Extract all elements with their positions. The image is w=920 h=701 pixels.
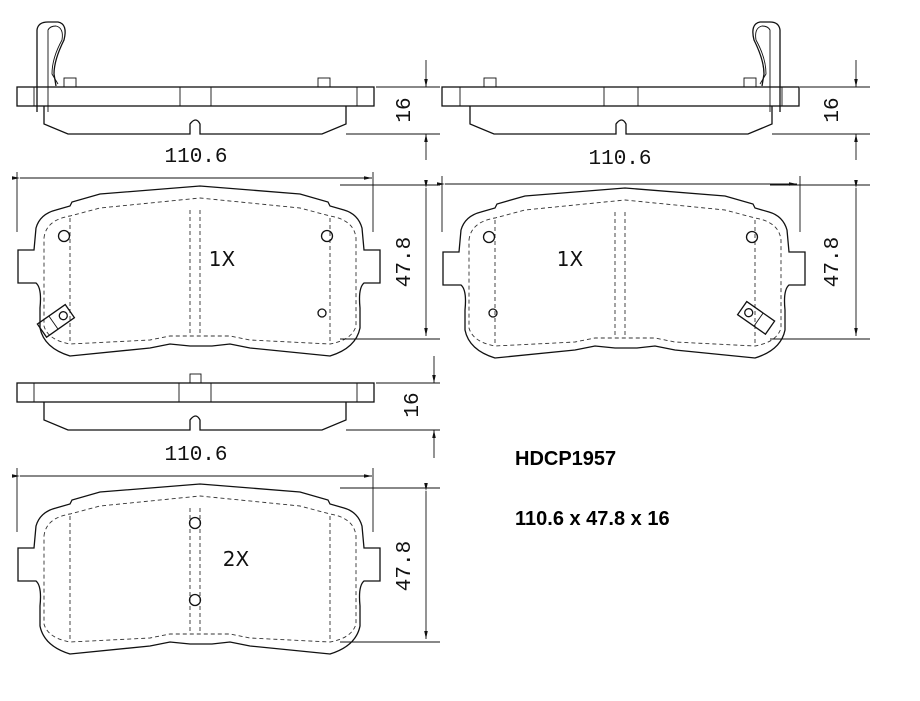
overall-dimensions: 110.6 x 47.8 x 16 (515, 508, 670, 530)
pad-1-side-view: 16 110.6 (16, 21, 440, 169)
part-number: HDCP1957 (515, 448, 617, 470)
thickness-dimension: 16 (394, 97, 417, 122)
width-dimension: 110.6 (164, 146, 227, 169)
width-dimension: 110.6 (164, 444, 227, 467)
height-dimension: 47.8 (394, 237, 417, 287)
height-dimension: 47.8 (822, 237, 845, 287)
quantity-label: 2X (223, 547, 250, 571)
pad-3-front-view: 2X 47.8 (11, 468, 440, 655)
quantity-label: 1X (557, 247, 584, 271)
height-dimension: 47.8 (394, 541, 417, 591)
width-dimension: 110.6 (588, 148, 651, 171)
thickness-dimension: 16 (402, 392, 425, 417)
pad-1-front-view: 1X 47.8 (11, 172, 440, 357)
pad-3-side-view: 16 110.6 (16, 356, 440, 467)
quantity-label: 1X (209, 247, 236, 271)
thickness-dimension: 16 (822, 97, 845, 122)
pad-2-side-view: 16 110.6 (441, 21, 870, 171)
pad-2-front-view: 1X 47.8 (436, 176, 870, 359)
